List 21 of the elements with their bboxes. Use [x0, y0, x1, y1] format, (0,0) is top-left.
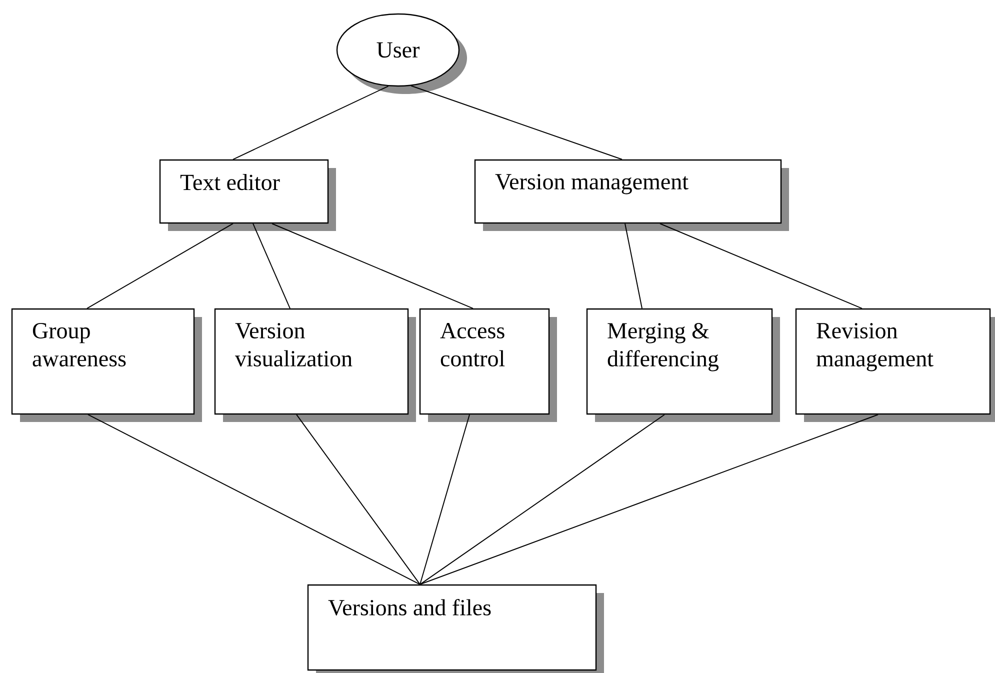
process-box: Group awareness — [11, 308, 202, 422]
process-box: Merging & differencing — [586, 308, 780, 422]
ellipse-node: User — [336, 13, 467, 94]
process-box: Revision management — [795, 308, 995, 422]
process-box: Access control — [419, 308, 557, 422]
connector-line — [410, 85, 622, 160]
connector-line — [252, 223, 290, 309]
connector-line — [624, 223, 642, 309]
connector-line — [232, 86, 389, 160]
process-box: Version management — [474, 159, 789, 231]
connector-line — [88, 414, 420, 585]
process-box: Version visualization — [214, 308, 416, 422]
connector-line — [272, 223, 474, 309]
connector-line — [420, 414, 665, 585]
connector-line — [86, 223, 234, 309]
connector-line — [660, 223, 862, 309]
connector-line — [420, 414, 878, 585]
process-box: Versions and files — [307, 584, 604, 673]
process-box: Text editor — [159, 159, 336, 231]
connector-line — [296, 414, 420, 585]
connector-line — [420, 414, 470, 585]
